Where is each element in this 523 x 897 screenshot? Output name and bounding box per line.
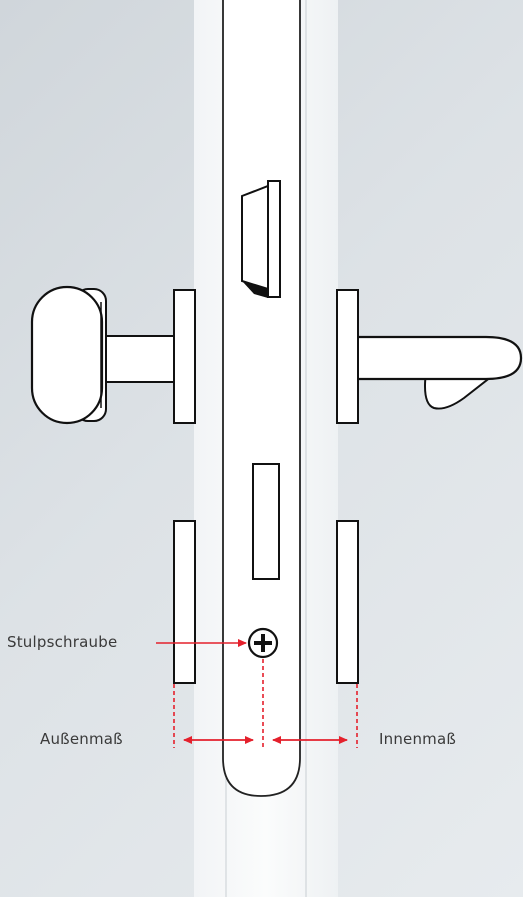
faceplate-screw-icon xyxy=(247,627,279,659)
label-aussenmass: Außenmaß xyxy=(40,730,123,748)
latch-bolt xyxy=(241,180,281,298)
lock-faceplate xyxy=(222,0,301,797)
deadbolt-slot xyxy=(252,463,280,580)
rosettes xyxy=(173,289,359,684)
label-innenmass: Innenmaß xyxy=(379,730,457,748)
measurement-lines xyxy=(156,639,358,748)
inside-lever-handle xyxy=(350,335,523,410)
label-stulpschraube: Stulpschraube xyxy=(7,633,118,651)
outside-knob xyxy=(30,285,179,425)
